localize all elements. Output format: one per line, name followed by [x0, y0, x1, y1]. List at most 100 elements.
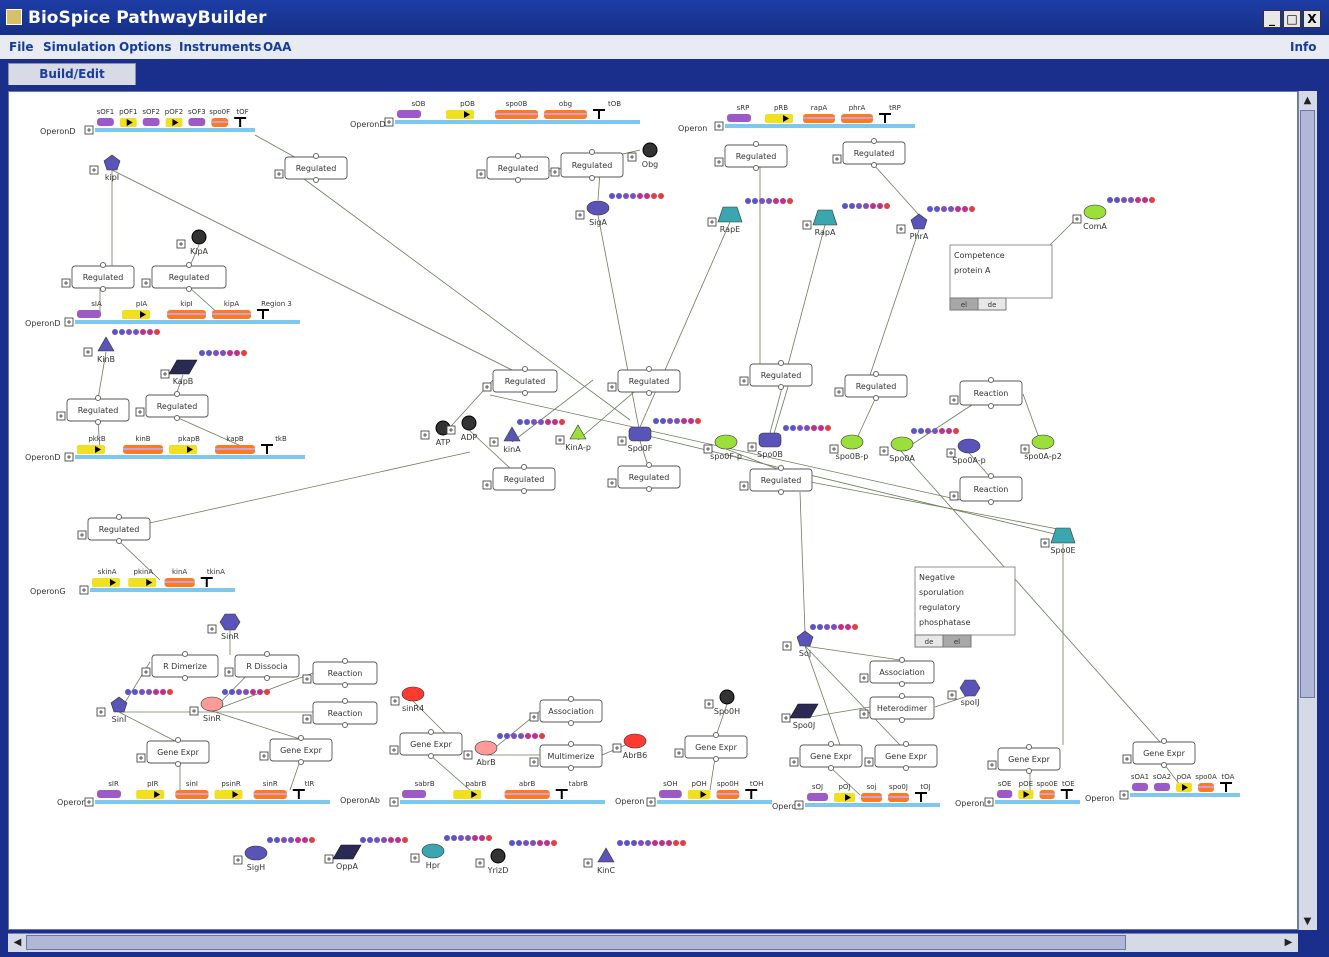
species-adp[interactable]: ADP	[461, 415, 478, 442]
species-shape[interactable]	[959, 679, 981, 697]
process-regulated[interactable]: Regulated	[617, 462, 681, 492]
species-shape[interactable]	[191, 229, 207, 245]
process-gene-expr[interactable]: Gene Expr	[799, 741, 863, 771]
species-shape[interactable]	[623, 733, 647, 749]
species-shape[interactable]	[569, 424, 587, 440]
species-shape[interactable]	[796, 630, 814, 647]
species-shape[interactable]	[219, 613, 241, 631]
process-association[interactable]: Association	[869, 657, 935, 687]
note-tab[interactable]	[942, 634, 972, 648]
species-abrb[interactable]: AbrB	[474, 740, 498, 767]
species-hpr[interactable]: Hpr	[421, 843, 445, 870]
scroll-right-icon[interactable]: ▶	[1284, 937, 1293, 948]
process-regulated[interactable]: Regulated	[749, 465, 813, 495]
species-kapb[interactable]: KapB	[168, 359, 198, 386]
species-coma[interactable]: ComA	[1083, 204, 1107, 231]
species-spo0b-p[interactable]: spo0B-p	[836, 434, 869, 461]
scroll-up-icon[interactable]: ▲	[1303, 95, 1312, 106]
species-shape[interactable]	[110, 696, 128, 713]
species-kina-p[interactable]: KinA-p	[565, 424, 591, 452]
process-regulated[interactable]: Regulated	[842, 138, 906, 168]
species-shape[interactable]	[461, 415, 477, 431]
process-regulated[interactable]: Regulated	[492, 464, 556, 494]
species-shape[interactable]	[490, 848, 506, 864]
species-spo0a-p[interactable]: Spo0A-p	[952, 438, 986, 465]
species-shape[interactable]	[719, 689, 735, 705]
species-sigh[interactable]: SigH	[244, 845, 268, 872]
process-regulated[interactable]: Regulated	[486, 153, 550, 183]
species-shape[interactable]	[812, 209, 838, 226]
species-spo0h[interactable]: Spo0H	[714, 689, 740, 716]
species-shape[interactable]	[910, 213, 928, 230]
species-abrb6[interactable]: AbrB6	[623, 733, 647, 760]
species-shape[interactable]	[717, 206, 743, 223]
species-shape[interactable]	[103, 154, 121, 171]
species-siga[interactable]: SigA	[586, 200, 610, 227]
species-shape[interactable]	[97, 336, 115, 352]
species-shape[interactable]	[1050, 527, 1076, 544]
note-tab[interactable]	[977, 297, 1007, 311]
species-shape[interactable]	[758, 432, 782, 448]
process-regulated[interactable]: Regulated	[492, 366, 558, 396]
menu-file[interactable]: File	[9, 40, 34, 54]
species-kipi[interactable]: kipI	[103, 154, 121, 182]
note-2[interactable]: Negativesporulationregulatoryphosphatase…	[914, 566, 1016, 648]
species-shape[interactable]	[840, 434, 864, 450]
species-spo0e[interactable]: Spo0E	[1050, 527, 1076, 555]
process-gene-expr[interactable]: Gene Expr	[399, 729, 463, 759]
species-sinr4[interactable]: sinR4	[401, 686, 425, 713]
species-shape[interactable]	[503, 426, 521, 442]
species-spo0a-p2[interactable]: spo0A-p2	[1024, 434, 1062, 461]
menu-instruments[interactable]: Instruments	[179, 40, 262, 54]
menu-info[interactable]: Info	[1290, 40, 1317, 54]
species-shape[interactable]	[586, 200, 610, 216]
scroll-down-icon[interactable]: ▼	[1303, 916, 1312, 927]
species-shape[interactable]	[421, 843, 445, 859]
process-reaction[interactable]: Reaction	[959, 473, 1023, 505]
species-spo0f-p[interactable]: spo0F-p	[710, 434, 742, 461]
species-kinc[interactable]: KinC	[597, 847, 616, 875]
species-shape[interactable]	[168, 359, 198, 375]
species-kipa[interactable]: KipA	[190, 229, 209, 256]
species-sinr[interactable]: SinR	[200, 696, 224, 723]
species-soj[interactable]: Soj	[796, 630, 814, 658]
species-kina[interactable]: kinA	[503, 426, 521, 454]
process-regulated[interactable]: Regulated	[724, 141, 788, 171]
process-regulated[interactable]: Regulated	[749, 360, 813, 390]
menu-options[interactable]: Options	[119, 40, 172, 54]
process-regulated[interactable]: Regulated	[145, 391, 209, 421]
species-shape[interactable]	[244, 845, 268, 861]
vertical-scroll-thumb[interactable]	[1300, 110, 1315, 698]
species-shape[interactable]	[401, 686, 425, 702]
species-spo0f[interactable]: Spo0F	[628, 426, 653, 453]
process-gene-expr[interactable]: Gene Expr	[997, 744, 1061, 774]
process-gene-expr[interactable]: Gene Expr	[874, 741, 938, 771]
species-spoij[interactable]: spoIJ	[959, 679, 981, 707]
species-shape[interactable]	[1083, 204, 1107, 220]
process-heterodimer[interactable]: Heterodimer	[869, 693, 935, 723]
horizontal-scroll-thumb[interactable]	[26, 935, 1126, 950]
process-multimerize[interactable]: Multimerize	[539, 741, 603, 771]
species-shape[interactable]	[628, 426, 652, 442]
species-shape[interactable]	[642, 142, 658, 158]
species-shape[interactable]	[474, 740, 498, 756]
species-shape[interactable]	[789, 703, 819, 719]
menu-simulation[interactable]: Simulation	[43, 40, 116, 54]
species-shape[interactable]	[200, 696, 224, 712]
species-sini[interactable]: SinI	[110, 696, 128, 724]
process-reaction[interactable]: Reaction	[959, 377, 1023, 409]
species-rape[interactable]: RapE	[717, 206, 743, 234]
process-regulated[interactable]: Regulated	[151, 262, 227, 292]
process-reaction[interactable]: Reaction	[312, 658, 378, 688]
